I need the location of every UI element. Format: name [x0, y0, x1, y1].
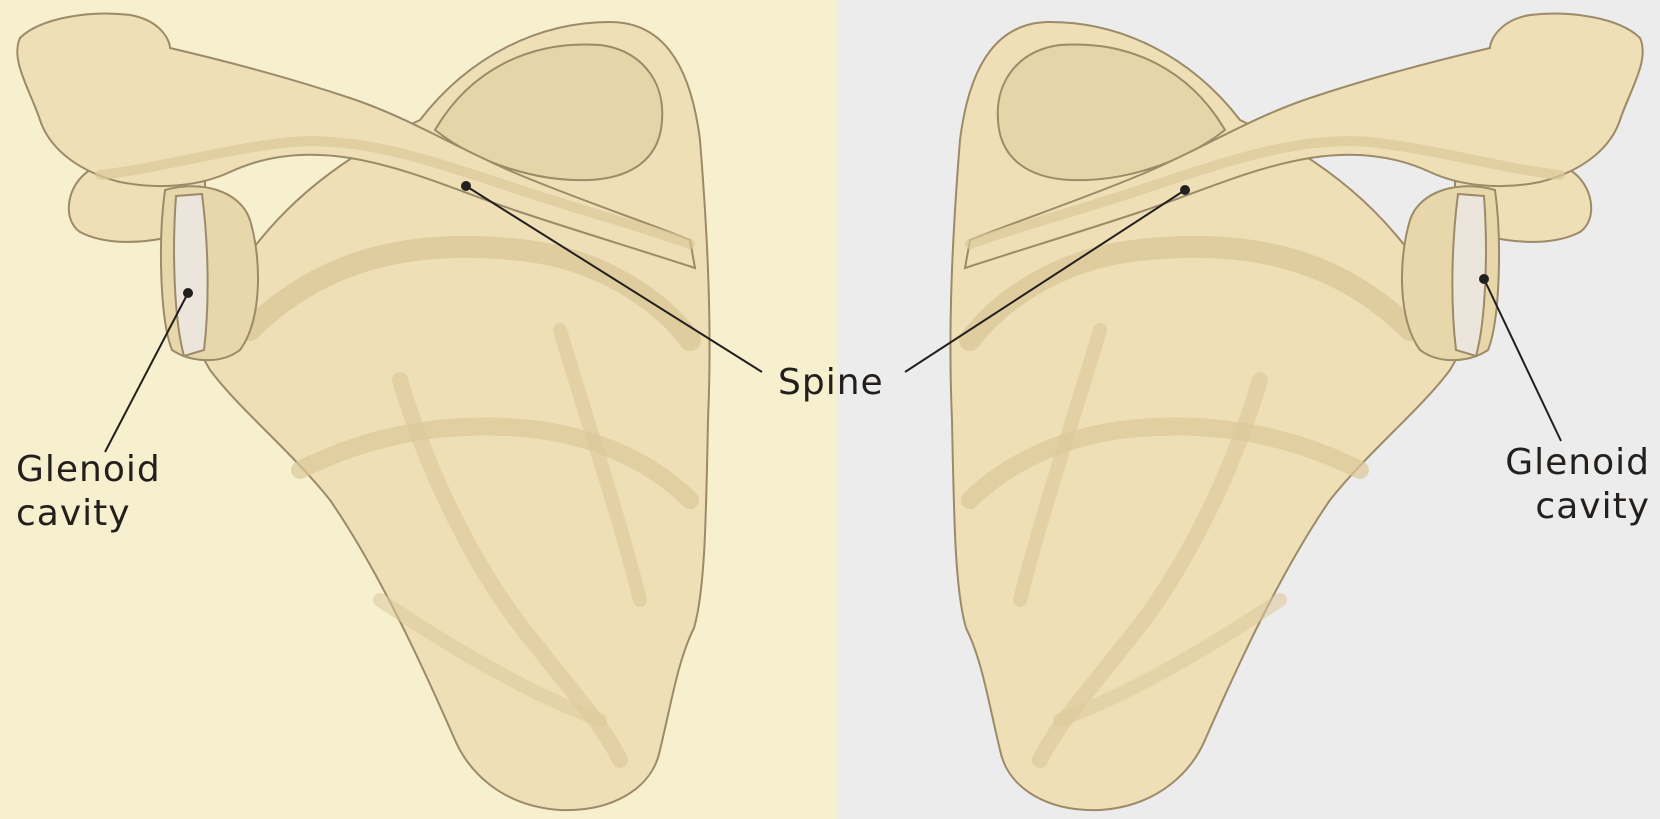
- spine-label: Spine: [778, 361, 884, 405]
- right-scapula: [950, 14, 1642, 811]
- glenoid-label-line1: Glenoid: [1505, 441, 1650, 485]
- glenoid-cavity-label-right: Glenoid cavity: [1505, 441, 1650, 529]
- left-scapula: [17, 14, 709, 811]
- glenoid-label-line2: cavity: [16, 492, 161, 536]
- spine-marker-right: [1180, 185, 1190, 195]
- glenoid-marker-left: [183, 288, 193, 298]
- glenoid-leader-line-right: [1484, 279, 1561, 441]
- glenoid-label-line2: cavity: [1505, 485, 1650, 529]
- spine-marker-left: [461, 181, 471, 191]
- glenoid-leader-line-left: [105, 293, 188, 452]
- glenoid-cavity-label-left: Glenoid cavity: [16, 448, 161, 536]
- glenoid-label-line1: Glenoid: [16, 448, 161, 492]
- glenoid-marker-right: [1479, 274, 1489, 284]
